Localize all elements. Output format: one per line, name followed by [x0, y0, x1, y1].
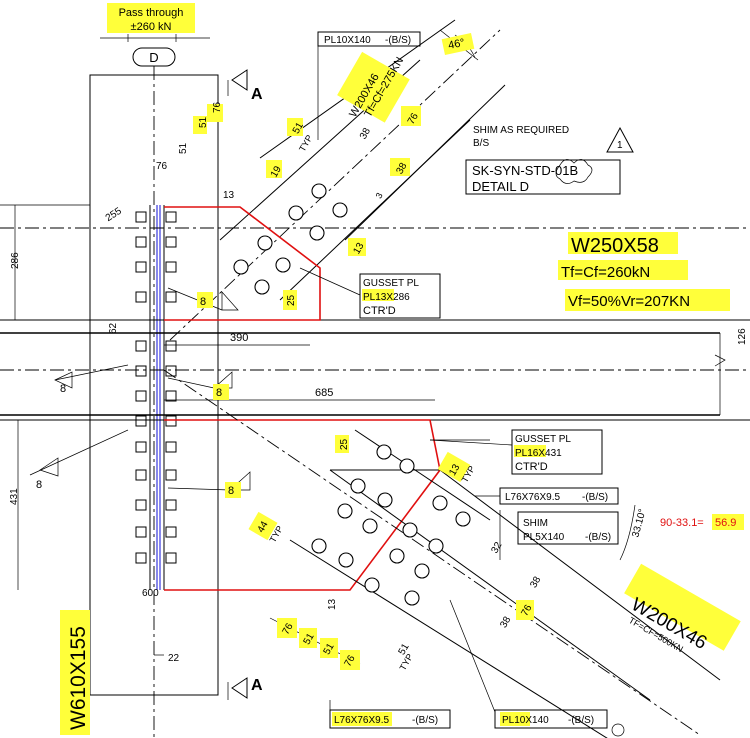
beam-member: W250X58 [571, 235, 659, 257]
lower-gusset-title: GUSSET PL [515, 434, 571, 445]
lower-dim-44: 44 [256, 519, 271, 535]
dim-685: 685 [315, 387, 333, 399]
detail-ref-line1: SK-SYN-STD-01B [472, 163, 578, 178]
revision-triangle [606, 126, 634, 153]
lower-plate-callout [494, 709, 608, 729]
svg-text:8: 8 [200, 296, 206, 308]
lower-shim-side: -(B/S) [585, 532, 611, 543]
svg-text:A: A [251, 677, 263, 694]
lower-shim-box [517, 511, 619, 545]
column-bolts [135, 211, 177, 564]
lower-dim-32: 32 [489, 540, 504, 556]
beam-tension: Tf=Cf=260kN [561, 264, 650, 281]
lower-dim-76c: 76 [343, 653, 358, 669]
dim-38: 38 [358, 126, 373, 142]
upper-dim-3: 3 [374, 191, 385, 200]
lower-gusset-outline [164, 419, 441, 591]
lower-dim-13: 13 [447, 462, 462, 478]
dim-76c: 76 [406, 111, 421, 127]
shim-note-side: B/S [473, 138, 489, 149]
upper-gusset-position: CTR'D [363, 305, 396, 317]
upper-gusset-outline [164, 206, 321, 321]
dim-51: 51 [198, 116, 209, 128]
revision-number: 1 [617, 140, 623, 151]
lower-dim-38b: 38 [498, 614, 513, 630]
dim-51c: 51 [291, 120, 306, 136]
upper-brace [169, 19, 506, 341]
detail-ref-line2: DETAIL D [472, 179, 529, 194]
calc-result: 56.9 [715, 517, 736, 529]
lower-dim-51c: 51 [397, 641, 412, 657]
dim-13: 13 [223, 190, 235, 201]
lower-gusset-position: CTR'D [515, 461, 548, 473]
lower-plate-side: -(B/S) [568, 715, 594, 726]
lower-dim-typ2: TYP [398, 652, 415, 672]
lower-angle-callout [329, 709, 451, 729]
lower-angle-side: -(B/S) [582, 492, 608, 503]
lower-gusset-size: PL16X431 [515, 448, 562, 459]
lower-angle-callout-size: L76X76X9.5 [334, 715, 389, 726]
upper-gusset-box [359, 273, 441, 319]
lower-plate-size: PL10X140 [502, 715, 549, 726]
lower-dim-76a: 76 [519, 603, 534, 619]
lower-dim-13: 13 [327, 598, 338, 610]
dim-25: 25 [286, 294, 297, 306]
detail-ref-box [465, 159, 621, 195]
pass-through-force: ±260 kN [131, 21, 172, 33]
svg-text:A: A [251, 86, 263, 103]
upper-brace-angle: 46° [447, 37, 466, 52]
lower-shim-size: PL5X140 [523, 532, 565, 543]
dim-76: 76 [212, 101, 223, 113]
upper-plate-bolts [233, 183, 348, 295]
section-mark-bottom: A [227, 677, 263, 700]
dim-126: 126 [737, 328, 748, 345]
svg-text:8: 8 [36, 479, 42, 491]
column-member: W610X155 [67, 626, 90, 730]
upper-plate-size: PL10X140 [324, 35, 371, 46]
dim-255: 255 [104, 206, 124, 224]
weld-symbols: 8 8 8 8 8 [29, 287, 251, 498]
lower-angle-callout-side: -(B/S) [412, 715, 438, 726]
dim-19: 19 [269, 164, 284, 180]
lower-angle-size: L76X76X9.5 [505, 492, 560, 503]
dim-431: 431 [9, 488, 20, 505]
grid-label: D [149, 50, 158, 65]
dim-76b: 76 [156, 161, 168, 172]
lower-bolts [311, 444, 471, 606]
lower-brace [163, 369, 721, 738]
shim-note: SHIM AS REQUIRED [473, 125, 569, 136]
lower-angle-box [499, 487, 619, 505]
dim-51b: 51 [178, 142, 189, 154]
svg-text:8: 8 [216, 387, 222, 399]
lower-dim-38a: 38 [528, 574, 543, 590]
lower-dim-51b: 51 [322, 641, 337, 657]
svg-text:8: 8 [228, 485, 234, 497]
section-mark-top: A [227, 69, 263, 103]
dim-13b: 13 [351, 241, 366, 257]
upper-plate-side: -(B/S) [385, 35, 411, 46]
upper-gusset-size: PL13X286 [363, 292, 410, 303]
dim-286: 286 [10, 252, 21, 269]
dim-38b: 38 [394, 161, 409, 177]
lower-dim-25: 25 [339, 438, 350, 450]
pass-through-label: Pass through [119, 7, 184, 19]
lower-angle-deg: 33.10° [630, 508, 648, 539]
lower-dim-51a: 51 [302, 631, 317, 647]
lower-gusset-box [511, 429, 603, 475]
dim-62: 62 [108, 322, 119, 334]
lower-dim-76b: 76 [281, 621, 296, 637]
calc-expression: 90-33.1= [660, 517, 704, 529]
upper-gusset-title: GUSSET PL [363, 278, 419, 289]
svg-text:8: 8 [60, 383, 66, 395]
revision-cloud [555, 159, 593, 184]
dim-600: 600 [142, 588, 159, 599]
dim-390: 390 [230, 332, 248, 344]
beam-shear: Vf=50%Vr=207KN [568, 293, 690, 310]
dim-22: 22 [168, 653, 180, 664]
lower-shim-title: SHIM [523, 518, 548, 529]
